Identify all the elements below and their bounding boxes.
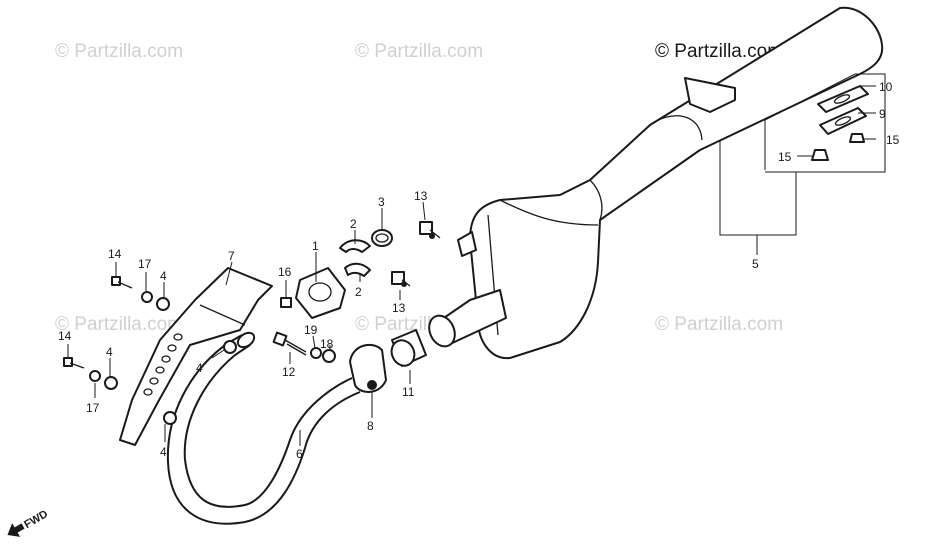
callout-12: 12 xyxy=(282,365,296,379)
exhaust-pipe xyxy=(166,331,361,525)
nut-4-lower xyxy=(104,376,118,390)
callout-10: 10 xyxy=(879,80,893,94)
stud-bolt-upper xyxy=(419,221,441,239)
nut-16 xyxy=(280,297,292,308)
forward-arrow-icon xyxy=(7,523,25,537)
washer-19 xyxy=(310,347,322,359)
nut-4-upper xyxy=(156,297,170,311)
watermark-mid-left: © Partzilla.com xyxy=(55,314,183,335)
group-bracket-5 xyxy=(719,140,797,236)
muffler-inlet xyxy=(390,289,507,367)
callout-2-lower: 2 xyxy=(355,285,362,299)
leader-lines xyxy=(67,85,876,446)
group-box xyxy=(764,73,886,173)
joint-bolt xyxy=(367,380,377,390)
nut-18 xyxy=(322,349,336,363)
joint-collar xyxy=(349,343,387,393)
callout-7: 7 xyxy=(228,249,235,263)
callout-3: 3 xyxy=(378,195,385,209)
callout-15-right: 15 xyxy=(886,133,900,147)
muffler-assembly xyxy=(457,6,884,360)
callout-19: 19 xyxy=(304,323,318,337)
callout-4-upper: 4 xyxy=(160,269,167,283)
callout-5: 5 xyxy=(752,257,759,271)
washer-17-upper xyxy=(141,291,153,303)
pipe-end-rear xyxy=(236,331,256,349)
callout-9: 9 xyxy=(879,107,886,121)
gasket xyxy=(295,267,346,319)
muffler-mount-bracket xyxy=(684,77,736,113)
nut-4-bottom xyxy=(163,411,177,425)
callout-18: 18 xyxy=(320,337,334,351)
bolt-14-upper xyxy=(111,276,133,289)
mount-plate-10 xyxy=(817,85,869,113)
callout-15-left: 15 xyxy=(778,150,792,164)
watermark-top-center: © Partzilla.com xyxy=(355,41,483,62)
callout-4-lower: 4 xyxy=(106,345,113,359)
exhaust-joint xyxy=(349,343,387,393)
heat-shield-slots xyxy=(143,333,183,396)
callout-14-lower: 14 xyxy=(58,329,72,343)
mount-plate-9 xyxy=(819,107,867,135)
collar-half-upper xyxy=(339,239,371,253)
heat-shield xyxy=(119,267,273,446)
bolt-12 xyxy=(272,331,307,356)
callout-6: 6 xyxy=(296,447,303,461)
grommet-15-right xyxy=(849,133,865,143)
callout-13-lower: 13 xyxy=(392,301,406,315)
washer-17-lower xyxy=(89,370,101,382)
collar-half-lower xyxy=(344,262,371,277)
callout-13-upper: 13 xyxy=(414,189,428,203)
callout-4-mid: 4 xyxy=(196,361,203,375)
callout-1: 1 xyxy=(312,239,319,253)
callout-17-upper: 17 xyxy=(138,257,152,271)
nut-4-mid xyxy=(223,340,237,354)
callout-11: 11 xyxy=(402,385,415,399)
stud-bolt-lower xyxy=(391,271,411,287)
heat-shield-body xyxy=(119,267,273,446)
callout-14-upper: 14 xyxy=(108,247,122,261)
muffler-body xyxy=(469,6,884,360)
muffler-tab xyxy=(457,231,477,257)
watermark-mid-right: © Partzilla.com xyxy=(655,314,783,335)
watermark-top-left: © Partzilla.com xyxy=(55,41,183,62)
callout-17-lower: 17 xyxy=(86,401,100,415)
callout-4-bottom: 4 xyxy=(160,445,167,459)
watermark-main: © Partzilla.com xyxy=(655,41,783,62)
forward-direction-indicator: FWD xyxy=(7,508,50,537)
inlet-pipe-end xyxy=(428,314,456,348)
callout-2-upper: 2 xyxy=(350,217,357,231)
bolt-14-lower xyxy=(63,357,85,369)
forward-label: FWD xyxy=(22,508,50,531)
grommet-15-left xyxy=(811,149,829,161)
callout-16: 16 xyxy=(278,265,292,279)
callout-8: 8 xyxy=(367,419,374,433)
seal-ring xyxy=(371,229,393,247)
